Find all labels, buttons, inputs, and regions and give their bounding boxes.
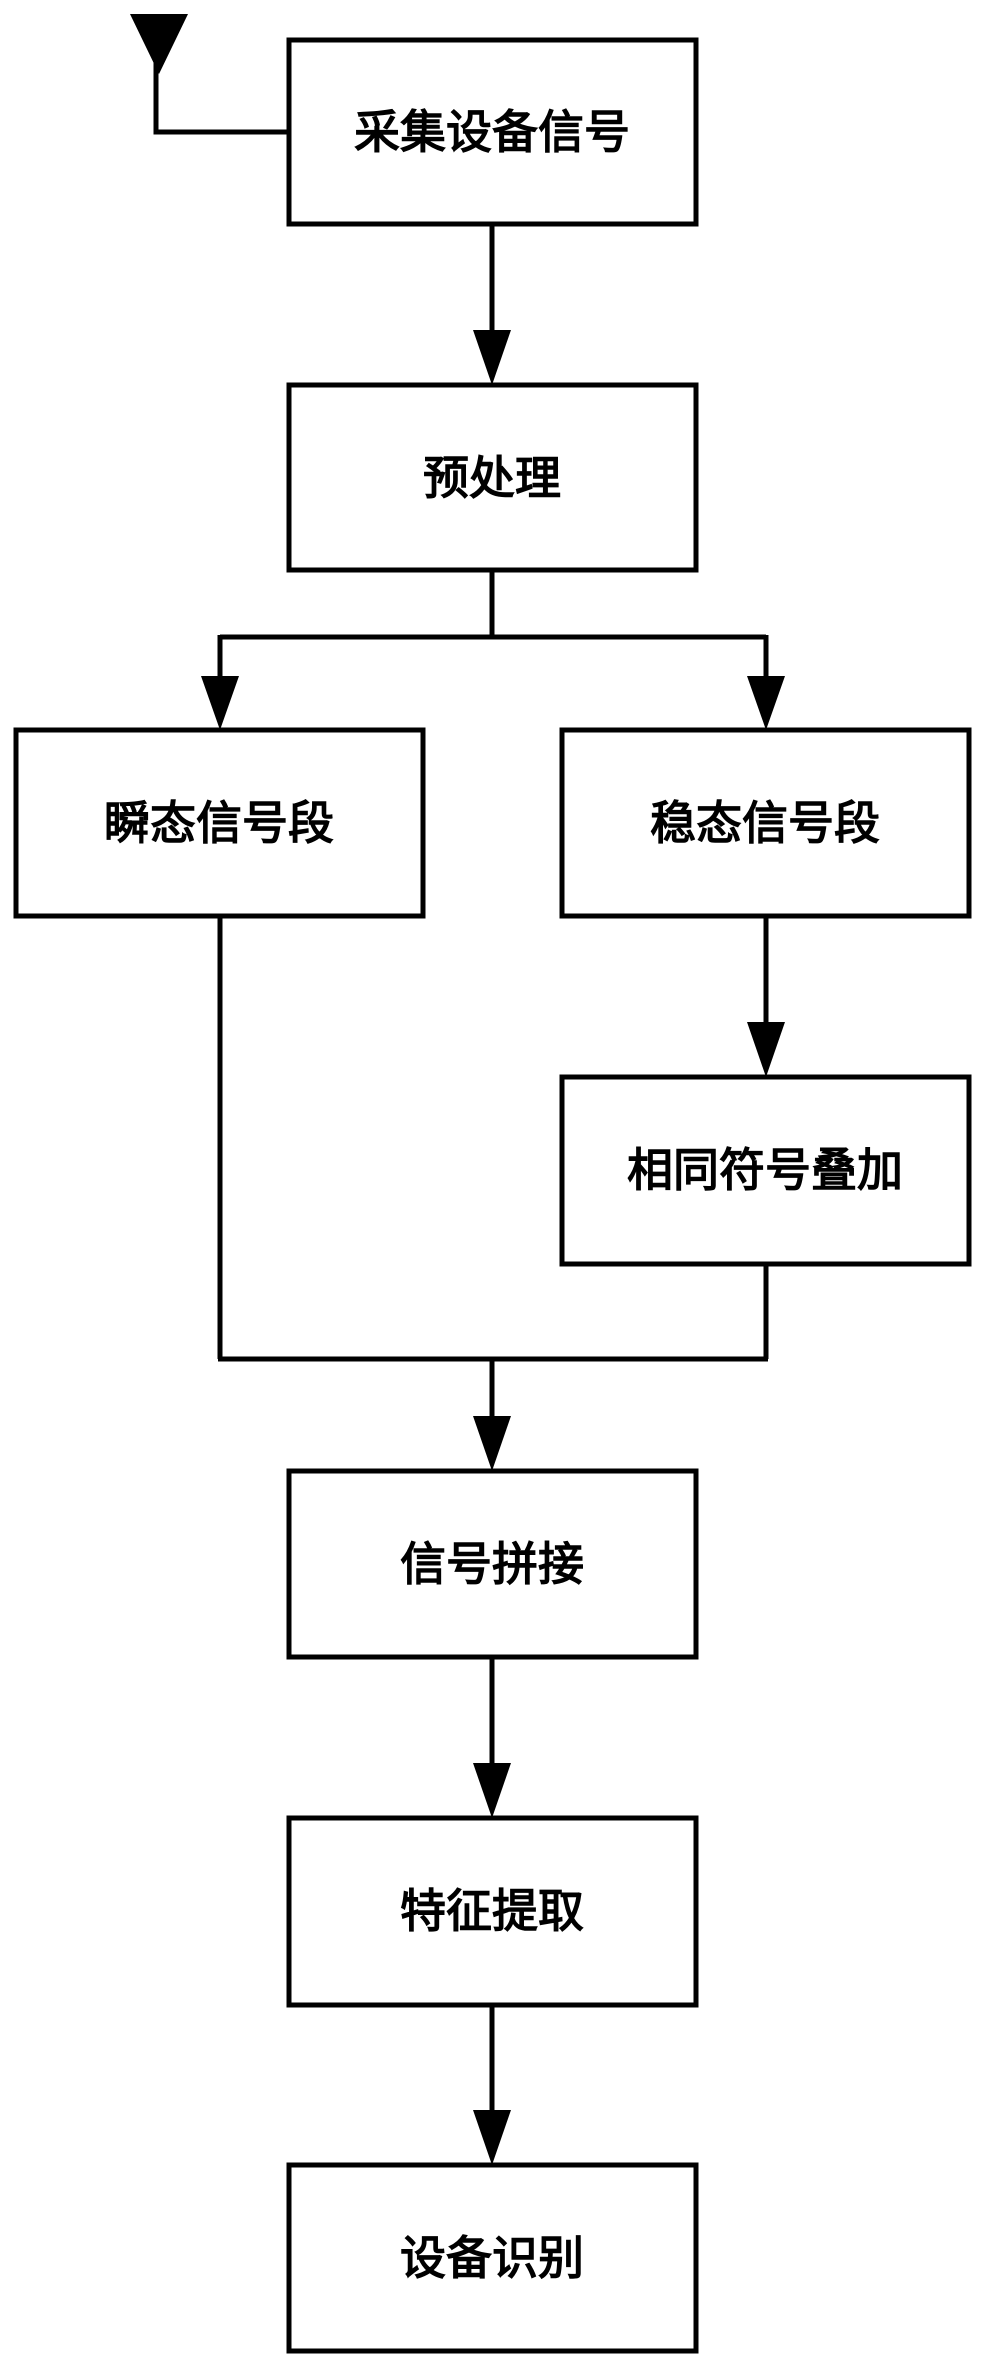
antenna-icon: [130, 14, 287, 135]
connector-preprocess-split: [201, 570, 785, 730]
node-feature: 特征提取: [286, 1815, 699, 2008]
node-splice-label: 信号拼接: [400, 1537, 584, 1591]
node-superpose: 相同符号叠加: [559, 1074, 972, 1267]
node-transient-label: 瞬态信号段: [104, 796, 334, 850]
node-steady: 稳态信号段: [559, 727, 972, 919]
node-preprocess: 预处理: [286, 382, 699, 573]
node-splice: 信号拼接: [286, 1468, 699, 1660]
connector-acquire-preprocess: [473, 224, 511, 385]
node-acquire-label: 采集设备信号: [354, 105, 630, 159]
connector-steady-superpose: [747, 916, 785, 1077]
node-feature-label: 特征提取: [400, 1884, 584, 1938]
node-transient: 瞬态信号段: [13, 727, 426, 919]
connector-merge-splice: [217, 916, 769, 1471]
node-identify: 设备识别: [286, 2162, 699, 2354]
node-preprocess-label: 预处理: [423, 451, 561, 505]
node-acquire: 采集设备信号: [286, 37, 699, 227]
node-identify-label: 设备识别: [400, 2231, 584, 2285]
connector-splice-feature: [473, 1657, 511, 1818]
connector-feature-identify: [473, 2005, 511, 2165]
node-superpose-label: 相同符号叠加: [627, 1143, 903, 1197]
node-steady-label: 稳态信号段: [650, 796, 880, 850]
